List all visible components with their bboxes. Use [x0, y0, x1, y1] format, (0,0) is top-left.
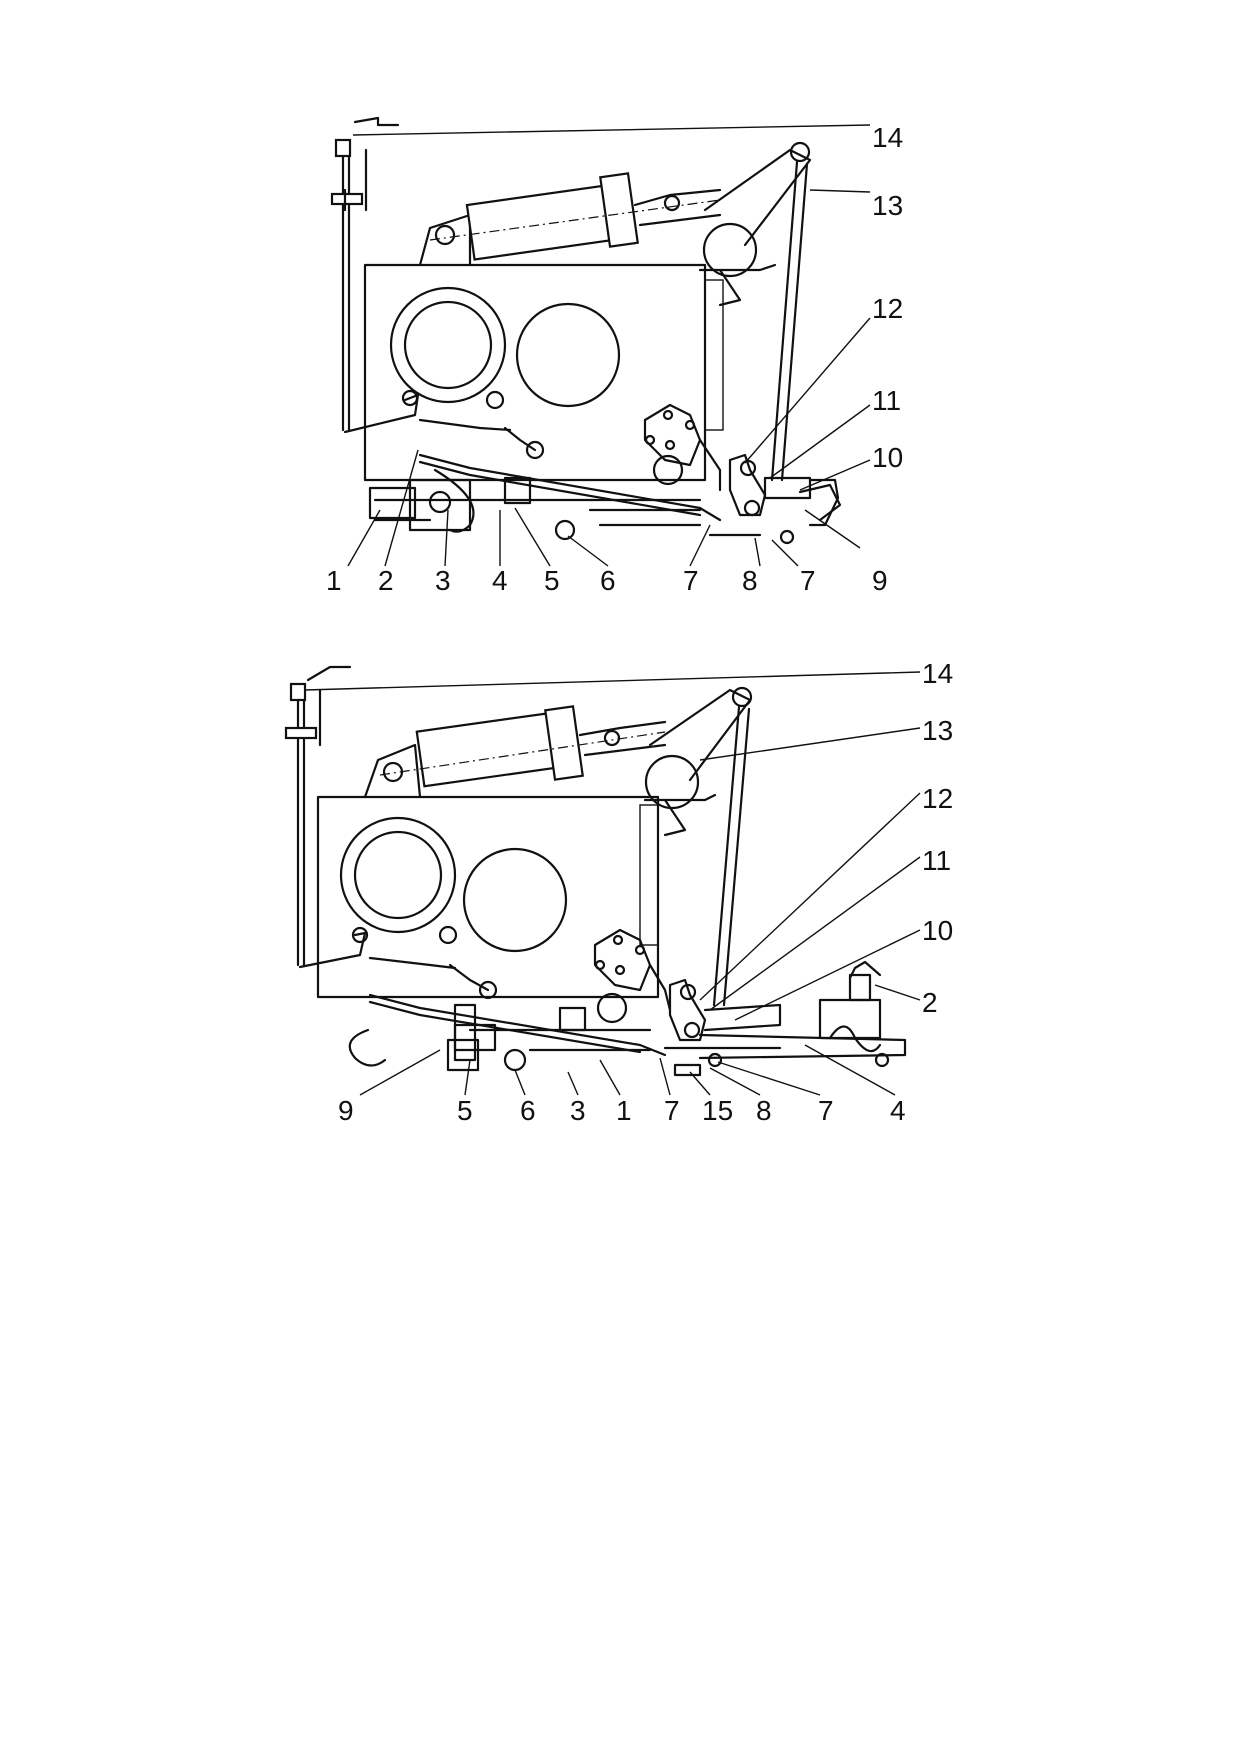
callout-label: 1	[326, 565, 342, 596]
callout-label: 8	[742, 565, 758, 596]
figure-upper	[330, 116, 842, 545]
callout-label: 13	[872, 190, 903, 221]
callout-label: 10	[872, 442, 903, 473]
callout-label: 14	[872, 122, 903, 153]
hitch-lower	[663, 960, 907, 1077]
callout-label: 7	[800, 565, 816, 596]
callout-label: 11	[922, 845, 951, 876]
hitch-upper	[708, 453, 842, 545]
callout-label: 9	[338, 1095, 354, 1126]
callout-label: 6	[520, 1095, 536, 1126]
callout-label: 7	[818, 1095, 834, 1126]
callout-labels-upper: 1 2 3 4 5 6 7 8 7 9 10 11 12 13 14	[326, 122, 903, 596]
callout-label: 8	[756, 1095, 772, 1126]
housing-side-lower	[639, 804, 659, 946]
gear-inner-lower	[353, 830, 443, 920]
linkage-upper	[343, 389, 722, 541]
lift-arm-upper	[698, 141, 812, 307]
callout-labels-lower: 9 5 6 3 1 7 15 8 7 4 2 10 11 12 13 14	[338, 658, 953, 1126]
callout-label: 3	[435, 565, 451, 596]
lift-rod-upper	[770, 160, 799, 482]
lift-rod-lower	[712, 705, 741, 1007]
callout-label: 5	[457, 1095, 473, 1126]
cable-upper	[433, 468, 475, 533]
leaders-lower	[304, 671, 921, 1096]
gear-right-upper	[515, 302, 621, 408]
callout-label: 4	[890, 1095, 906, 1126]
callout-label: 11	[872, 385, 901, 416]
linkage-lower	[298, 925, 667, 1072]
callout-label: 12	[872, 293, 903, 324]
gear-outer-upper	[389, 286, 507, 404]
callout-label: 14	[922, 658, 953, 689]
callout-label: 2	[378, 565, 394, 596]
callout-label: 2	[922, 987, 938, 1018]
pivot-plate-lower	[593, 928, 672, 1024]
housing-side-upper	[704, 279, 724, 431]
callout-label: 3	[570, 1095, 586, 1126]
hydraulic-cylinder-lower	[363, 705, 667, 799]
hydraulic-cylinder-upper	[418, 172, 722, 267]
pivot-plate-upper	[643, 403, 722, 492]
callout-label: 4	[492, 565, 508, 596]
callout-label: 7	[664, 1095, 680, 1126]
figure-lower	[284, 665, 907, 1077]
callout-label: 12	[922, 783, 953, 814]
callout-label: 10	[922, 915, 953, 946]
cable-lower	[348, 1028, 387, 1067]
lift-arm-lower	[643, 686, 753, 837]
control-rod-lower	[284, 665, 352, 967]
callout-label: 1	[616, 1095, 632, 1126]
callout-label: 15	[702, 1095, 733, 1126]
callout-label: 5	[544, 565, 560, 596]
gear-outer-lower	[339, 816, 457, 934]
control-rod-upper	[330, 116, 400, 432]
callout-label: 7	[683, 565, 699, 596]
gear-inner-upper	[403, 300, 493, 390]
callout-label: 6	[600, 565, 616, 596]
gear-right-lower	[462, 847, 568, 953]
leaders-upper	[347, 124, 871, 567]
callout-label: 13	[922, 715, 953, 746]
callout-label: 9	[872, 565, 888, 596]
bracket-lower	[453, 1003, 477, 1062]
